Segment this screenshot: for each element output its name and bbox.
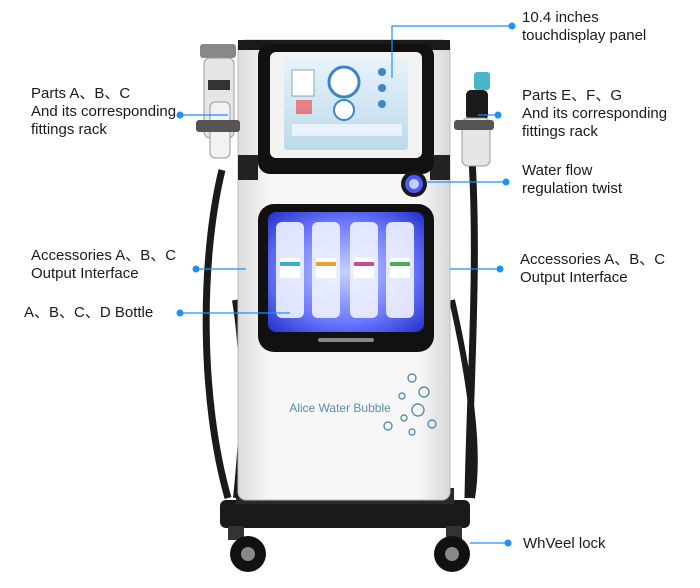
callout-dots (176, 22, 516, 547)
label-bottles-line1: A、B、C、D Bottle (24, 304, 154, 321)
label-accessories-left-line2: Output Interface (31, 265, 139, 282)
bottle-d (386, 222, 414, 318)
label-parts-efg-line2: And its corresponding (522, 105, 668, 122)
bubbles-decoration (383, 373, 437, 436)
label-wheel-lock: WhVeel lock (523, 535, 606, 553)
label-water-flow: Water flow regulation twist (522, 162, 622, 198)
wheel-right (434, 526, 470, 572)
label-accessories-right-line2: Output Interface (520, 269, 628, 286)
label-display-line2: touchdisplay panel (522, 27, 647, 44)
bottle-c (350, 222, 378, 318)
label-wheel-lock-line1: WhVeel lock (523, 535, 606, 552)
cable-right (464, 129, 478, 499)
handpiece-holder-left (196, 44, 240, 159)
label-parts-abc-line3: fittings rack (31, 121, 107, 138)
water-flow-knob (401, 171, 427, 197)
wheel-left (228, 526, 266, 572)
touch-display (258, 44, 434, 174)
bottle-a (276, 222, 304, 318)
label-parts-efg: Parts E、F、G And its corresponding fittin… (522, 87, 667, 141)
label-display-line1: 10.4 inches (522, 9, 599, 26)
label-accessories-right: Accessories A、B、C Output Interface (520, 251, 665, 287)
label-accessories-left-line1: Accessories A、B、C (31, 247, 177, 264)
label-parts-efg-line3: fittings rack (522, 123, 598, 140)
label-accessories-right-line1: Accessories A、B、C (520, 251, 666, 268)
label-water-flow-line2: regulation twist (522, 180, 623, 197)
label-parts-abc-line1: Parts A、B、C (31, 85, 131, 102)
label-parts-abc-line2: And its corresponding (31, 103, 177, 120)
label-accessories-left: Accessories A、B、C Output Interface (31, 247, 176, 283)
bottle-b (312, 222, 340, 318)
cable-left (202, 169, 232, 499)
handpiece-holder-right (454, 72, 494, 167)
label-display-panel: 10.4 inches touchdisplay panel (522, 9, 646, 45)
label-parts-abc: Parts A、B、C And its corresponding fittin… (31, 85, 176, 139)
brand-text: Alice Water Bubble (289, 401, 391, 415)
label-parts-efg-line1: Parts E、F、G (522, 87, 623, 104)
label-water-flow-line1: Water flow (522, 162, 593, 179)
label-bottles: A、B、C、D Bottle (24, 304, 153, 322)
